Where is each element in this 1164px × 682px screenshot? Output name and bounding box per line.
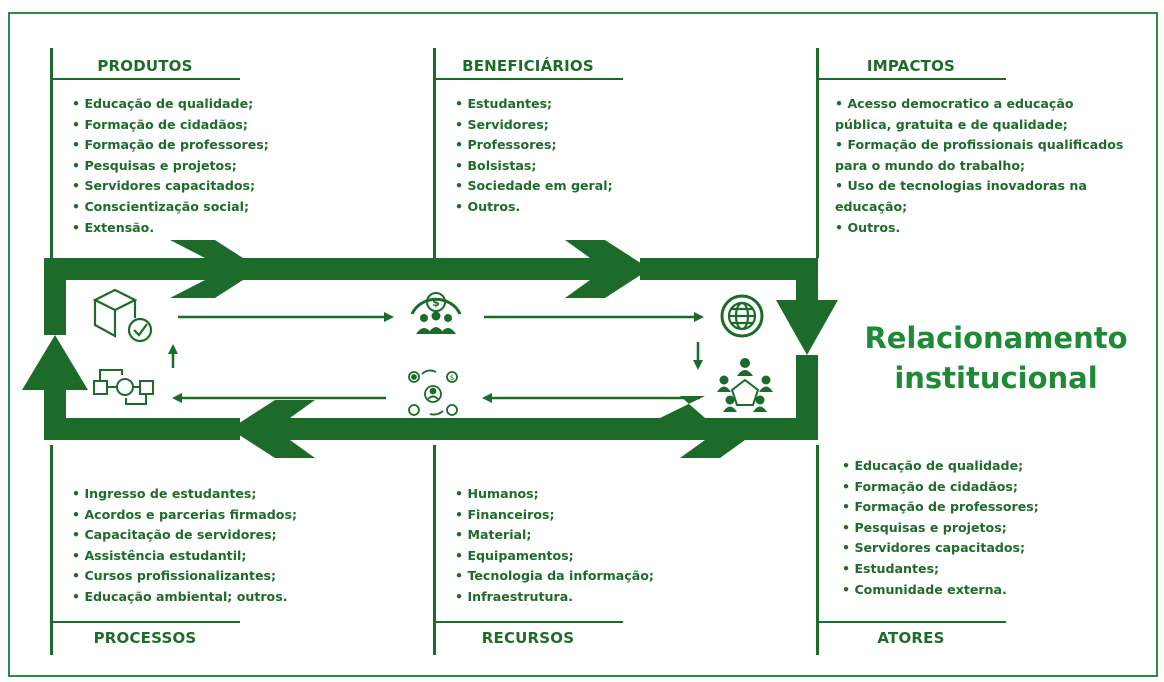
recursos-list: Humanos; Financeiros; Material; Equipame… bbox=[455, 484, 654, 608]
list-item: Extensão. bbox=[72, 218, 269, 239]
title-line: institucional bbox=[894, 361, 1098, 395]
svg-text:$: $ bbox=[450, 374, 454, 382]
list-item: Formação de professores; bbox=[72, 135, 268, 156]
list-item: para o mundo do trabalho; bbox=[835, 157, 1026, 173]
processos-list: Ingresso de estudantes; Acordos e parcer… bbox=[72, 484, 297, 608]
header-impactos: IMPACTOS bbox=[866, 57, 956, 75]
header-recursos: RECURSOS bbox=[481, 629, 575, 647]
list-item: Educação ambiental; outros. bbox=[72, 587, 297, 608]
list-item: Estudantes; bbox=[842, 559, 1039, 580]
list-item: pública, gratuita e de qualidade; bbox=[835, 116, 1068, 132]
list-item: Bolsistas; bbox=[455, 156, 613, 177]
people-network-icon bbox=[717, 358, 773, 412]
list-item: Equipamentos; bbox=[455, 546, 654, 567]
title-line: Relacionamento bbox=[864, 321, 1128, 355]
left-flow-band bbox=[22, 335, 88, 440]
produtos-list: Educação de qualidade; Formação de cidad… bbox=[72, 94, 269, 239]
diagram-frame bbox=[8, 12, 1158, 677]
connector-atores bbox=[816, 445, 819, 655]
list-item: Acordos e parcerias firmados; bbox=[72, 505, 297, 526]
list-item: Uso de tecnologias inovadoras na bbox=[835, 176, 1123, 197]
connector-beneficiarios bbox=[433, 48, 436, 258]
connector-impactos bbox=[816, 48, 819, 258]
list-item: Educação de qualidade; bbox=[72, 94, 269, 115]
diagram-title: Relacionamento institucional bbox=[846, 318, 1146, 398]
header-beneficiarios: BENEFICIÁRIOS bbox=[462, 57, 594, 75]
list-item: Formação de profissionais qualificados bbox=[835, 135, 1123, 156]
list-item: Tecnologia da informação; bbox=[455, 566, 654, 587]
header-processos: PROCESSOS bbox=[93, 629, 197, 647]
list-item: Comunidade externa. bbox=[842, 580, 1039, 601]
list-item: Material; bbox=[455, 525, 654, 546]
list-item: Financeiros; bbox=[455, 505, 654, 526]
atores-list: Educação de qualidade; Formação de cidad… bbox=[842, 456, 1039, 601]
list-item: Ingresso de estudantes; bbox=[72, 484, 297, 505]
flowchart-icon bbox=[93, 369, 154, 405]
list-item: Capacitação de servidores; bbox=[72, 525, 297, 546]
money-people-icon: $ bbox=[410, 292, 462, 334]
process-gears-icon: $ bbox=[408, 369, 458, 416]
globe-icon bbox=[720, 294, 764, 338]
list-item: Formação de cidadãos; bbox=[842, 477, 1039, 498]
top-flow-band bbox=[44, 240, 260, 298]
impactos-list: Acesso democratico a educação pública, g… bbox=[835, 94, 1123, 238]
svg-text:$: $ bbox=[432, 296, 440, 309]
connector-produtos bbox=[50, 48, 53, 258]
list-item: Professores; bbox=[455, 135, 613, 156]
header-atores: ATORES bbox=[877, 629, 945, 647]
list-item: Sociedade em geral; bbox=[455, 176, 612, 197]
connector-processos bbox=[50, 445, 53, 655]
list-item: Educação de qualidade; bbox=[842, 456, 1039, 477]
list-item: Servidores capacitados; bbox=[842, 538, 1039, 559]
beneficiarios-list: Estudantes; Servidores; Professores; Bol… bbox=[455, 94, 613, 218]
list-item: Pesquisas e projetos; bbox=[72, 156, 269, 177]
list-item: Outros. bbox=[835, 218, 1123, 239]
connector-recursos bbox=[433, 445, 436, 655]
list-item: Acesso democratico a educação bbox=[835, 94, 1123, 115]
list-item: Outros. bbox=[455, 197, 613, 218]
list-item: Formação de professores; bbox=[842, 497, 1038, 518]
list-item: Formação de cidadãos; bbox=[72, 115, 269, 136]
bottom-flow-band bbox=[660, 396, 818, 458]
header-produtos: PRODUTOS bbox=[97, 57, 193, 75]
box-check-icon bbox=[92, 288, 153, 343]
right-flow-band bbox=[776, 258, 838, 355]
list-item: Conscientização social; bbox=[72, 197, 269, 218]
list-item: educação; bbox=[835, 198, 908, 214]
list-item: Servidores; bbox=[455, 115, 613, 136]
list-item: Servidores capacitados; bbox=[72, 176, 269, 197]
list-item: Cursos profissionalizantes; bbox=[72, 566, 297, 587]
list-item: Estudantes; bbox=[455, 94, 613, 115]
list-item: Assistência estudantil; bbox=[72, 546, 297, 567]
list-item: Humanos; bbox=[455, 484, 654, 505]
list-item: Pesquisas e projetos; bbox=[842, 518, 1039, 539]
list-item: Infraestrutura. bbox=[455, 587, 654, 608]
